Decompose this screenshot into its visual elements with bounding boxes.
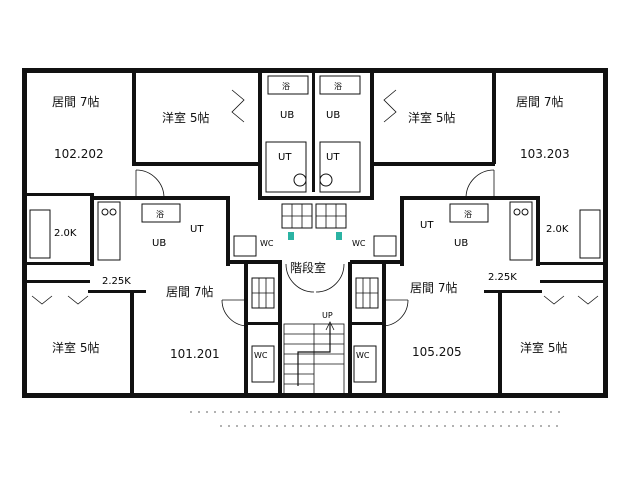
room-kitchen-l: 2.0K xyxy=(54,228,77,239)
ut-label-3: UT xyxy=(190,224,204,235)
room-living-tl: 居間 7帖 xyxy=(52,94,99,109)
unit-number-tr: 103.203 xyxy=(520,147,570,161)
ut-label-1: UT xyxy=(278,152,292,163)
ub-label-2: UB xyxy=(326,110,340,121)
tile-accent-left xyxy=(288,232,294,240)
bath-label-3: 浴 xyxy=(156,209,164,219)
bath-label-2: 浴 xyxy=(334,81,342,91)
room-k-left: 2.25K xyxy=(102,276,131,287)
room-western-br: 洋室 5帖 xyxy=(520,340,567,355)
unit-number-br: 105.205 xyxy=(412,345,462,359)
bath-label-4: 浴 xyxy=(464,209,472,219)
stair-room-label: 階段室 xyxy=(290,260,326,275)
room-living-tr: 居間 7帖 xyxy=(516,94,563,109)
fixture-labels: 浴 浴 UB UB UT UT 浴 浴 UB UB UT UT WC WC WC… xyxy=(152,81,472,360)
room-labels: 居間 7帖 洋室 5帖 102.202 洋室 5帖 居間 7帖 103.203 … xyxy=(52,94,570,361)
unit-number-tl: 102.202 xyxy=(54,147,104,161)
dotted-edge xyxy=(190,411,560,427)
ut-label-4: UT xyxy=(420,220,434,231)
wc-label-4: WC xyxy=(356,351,370,360)
window-grids xyxy=(251,203,379,309)
room-western-tr: 洋室 5帖 xyxy=(408,110,455,125)
room-living-bl: 居間 7帖 xyxy=(166,284,213,299)
bath-fixtures-top xyxy=(29,75,601,383)
doors xyxy=(31,89,599,327)
staircase xyxy=(283,321,345,395)
ub-label-1: UB xyxy=(280,110,294,121)
room-western-bl: 洋室 5帖 xyxy=(52,340,99,355)
ub-label-3: UB xyxy=(152,238,166,249)
room-k-right: 2.25K xyxy=(488,272,517,283)
room-living-br: 居間 7帖 xyxy=(410,280,457,295)
bath-label-1: 浴 xyxy=(282,81,290,91)
room-western-tl: 洋室 5帖 xyxy=(162,110,209,125)
ut-label-2: UT xyxy=(326,152,340,163)
wc-label-2: WC xyxy=(352,239,366,248)
stair-up-label: UP xyxy=(322,311,333,320)
wc-label-3: WC xyxy=(254,351,268,360)
tile-accent-right xyxy=(336,232,342,240)
outer-walls xyxy=(22,68,608,398)
unit-number-bl: 101.201 xyxy=(170,347,220,361)
interior-walls xyxy=(26,72,604,394)
room-kitchen-r: 2.0K xyxy=(546,224,569,235)
ub-label-4: UB xyxy=(454,238,468,249)
wc-label-1: WC xyxy=(260,239,274,248)
